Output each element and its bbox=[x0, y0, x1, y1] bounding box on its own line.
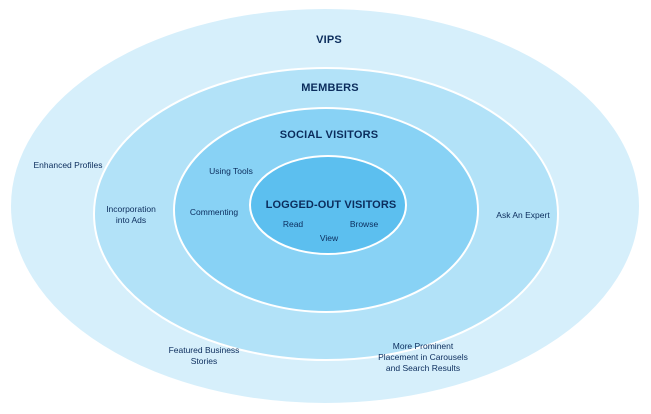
logged-out-visitors-title: LOGGED-OUT VISITORS bbox=[266, 199, 397, 211]
social-visitors-title: SOCIAL VISITORS bbox=[280, 129, 379, 141]
vips-feature-prominent-line3: and Search Results bbox=[386, 363, 460, 373]
social-feature-using-tools: Using Tools bbox=[209, 166, 253, 176]
social-feature-commenting: Commenting bbox=[190, 207, 238, 217]
vips-feature-prominent-line1: More Prominent bbox=[393, 341, 454, 351]
logged-out-visitors-ring bbox=[249, 155, 407, 255]
members-feature-ask-expert: Ask An Expert bbox=[496, 210, 550, 220]
members-title: MEMBERS bbox=[301, 82, 359, 94]
vips-feature-prominent-line2: Placement in Carousels bbox=[378, 352, 468, 362]
vips-title: VIPS bbox=[316, 34, 342, 46]
members-feature-incorporation-line1: Incorporation bbox=[106, 204, 156, 214]
vips-feature-enhanced-profiles: Enhanced Profiles bbox=[34, 160, 103, 170]
vips-feature-featured-business-line2: Stories bbox=[191, 356, 217, 366]
logged-out-feature-browse: Browse bbox=[350, 219, 379, 229]
logged-out-feature-view: View bbox=[320, 233, 339, 243]
logged-out-feature-read: Read bbox=[283, 219, 304, 229]
vips-feature-featured-business-line1: Featured Business bbox=[169, 345, 240, 355]
members-feature-incorporation-line2: into Ads bbox=[116, 215, 146, 225]
